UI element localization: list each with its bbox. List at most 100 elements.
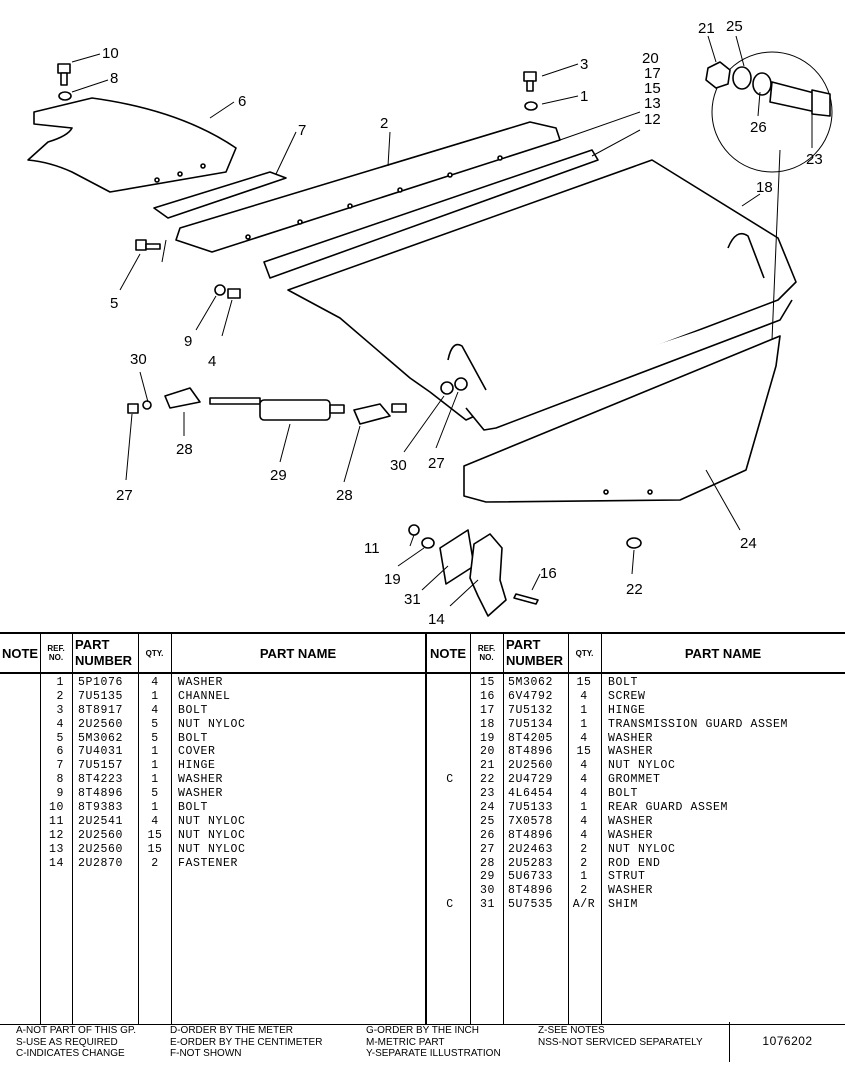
cell-qty: 5: [151, 787, 159, 801]
cell-ref: 29: [479, 870, 495, 884]
cell-qty: 4: [580, 828, 588, 842]
callout-27b: 27: [428, 455, 445, 472]
cell-name: REAR GUARD ASSEM: [608, 801, 729, 815]
callout-24: 24: [740, 535, 757, 552]
cell-pn: 5U7535: [508, 898, 554, 912]
hinge-17-part: [263, 149, 599, 279]
callout-21: 21: [698, 20, 715, 37]
callout-20: 20: [642, 50, 659, 67]
cell-ref: 2: [56, 689, 64, 703]
strut-part: [259, 399, 331, 421]
cell-pn: 8T4205: [508, 731, 554, 745]
header-note: NOTE: [1, 645, 39, 661]
cell-qty: 4: [151, 676, 159, 689]
cell-ref: 25: [479, 814, 495, 828]
cell-ref: 23: [479, 787, 495, 801]
cell-qty: 4: [151, 814, 159, 828]
cell-name: GROMMET: [608, 773, 661, 787]
cell-qty: 4: [580, 731, 588, 745]
cell-pn: 7U5134: [508, 717, 554, 731]
cell-ref: 6: [56, 745, 64, 759]
cell-ref: 16: [479, 689, 495, 703]
cell-ref: 9: [56, 787, 64, 801]
cell-name: BOLT: [178, 703, 209, 717]
cell-pn: 8T4896: [508, 884, 554, 898]
cell-qty: 4: [580, 759, 588, 773]
cell-ref: 19: [479, 731, 495, 745]
cell-pn: 2U2560: [78, 717, 124, 731]
cell-qty: 2: [580, 842, 588, 856]
callout-1: 1: [580, 88, 588, 105]
cell-qty: 4: [580, 773, 588, 787]
cell-pn: 7U5132: [508, 703, 554, 717]
cell-name: CHANNEL: [178, 689, 231, 703]
cell-qty: A/R: [572, 898, 596, 912]
cell-ref: 3: [56, 703, 64, 717]
cell-ref: 30: [479, 884, 495, 898]
callout-15: 15: [644, 80, 661, 97]
cell-name: NUT NYLOC: [178, 842, 246, 856]
cell-name: NUT NYLOC: [178, 828, 246, 842]
rear-guard-part: [463, 335, 781, 503]
callout-27a: 27: [116, 487, 133, 504]
header-note-right: NOTE: [429, 645, 467, 661]
cell-name: WASHER: [608, 828, 654, 842]
header-part-name: PART NAME: [259, 645, 337, 661]
cell-pn: 5M3062: [508, 676, 554, 689]
callout-18: 18: [756, 179, 773, 196]
cell-pn: 2U2560: [508, 759, 554, 773]
cell-qty: 2: [151, 856, 159, 870]
cell-name: FASTENER: [178, 856, 239, 870]
cell-qty: 1: [580, 870, 588, 884]
cell-name: SHIM: [608, 898, 639, 912]
cell-name: WASHER: [608, 884, 654, 898]
cell-note: C: [446, 898, 454, 912]
cell-ref: 5: [56, 731, 64, 745]
cell-ref: 10: [48, 801, 64, 815]
callout-17: 17: [644, 65, 661, 82]
callout-30a: 30: [130, 351, 147, 368]
cell-qty: 1: [580, 801, 588, 815]
cell-pn: 8T4223: [78, 773, 124, 787]
cell-ref: 1: [56, 676, 64, 689]
callout-23: 23: [806, 151, 823, 168]
cell-ref: 8: [56, 773, 64, 787]
cell-name: WASHER: [178, 676, 224, 689]
cell-name: NUT NYLOC: [608, 842, 676, 856]
cell-qty: 1: [151, 773, 159, 787]
cell-pn: 2U2870: [78, 856, 124, 870]
fastener-part: [469, 533, 507, 617]
cell-pn: 7U4031: [78, 745, 124, 759]
cell-name: NUT NYLOC: [178, 814, 246, 828]
cell-name: SCREW: [608, 689, 646, 703]
cell-pn: 7U5157: [78, 759, 124, 773]
callout-12: 12: [644, 111, 661, 128]
cell-qty: 1: [580, 717, 588, 731]
cell-name: BOLT: [608, 787, 639, 801]
callout-16: 16: [540, 565, 557, 582]
cell-ref: 22: [479, 773, 495, 787]
cell-name: TRANSMISSION GUARD ASSEM: [608, 717, 789, 731]
cell-qty: 4: [580, 814, 588, 828]
cell-name: WASHER: [608, 731, 654, 745]
